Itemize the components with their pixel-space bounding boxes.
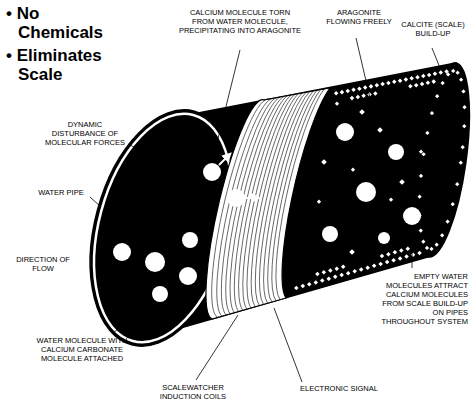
label-box: • No Chemicals [6,4,106,42]
callout-label: WATER PIPE [34,188,88,197]
water-molecules-right [322,123,421,244]
label-box: DYNAMIC DISTURBANCE OF MOLECULAR FORCES [40,120,130,147]
feature-bullet: • Eliminates Scale [6,46,116,84]
induction-coil-band [206,88,330,319]
callout-label: ARAGONITE FLOWING FREELY [326,8,392,26]
coil-windings [212,89,325,318]
callout-label: EMPTY WATER MOLECULES ATTRACT CALCIUM MO… [378,272,468,326]
label-box: CALCITE (SCALE) BUILD-UP [398,20,468,38]
pipe-far-end [405,60,472,261]
label-box: ELECTRONIC SIGNAL [300,384,392,393]
callout-label: DIRECTION OF FLOW [12,255,74,273]
label-box: WATER PIPE [34,188,88,197]
label-box: SCALEWATCHER INDUCTION COILS [150,383,236,401]
label-box: CALCIUM MOLECULE TORN FROM WATER MOLECUL… [178,8,302,35]
label-box: • Eliminates Scale [6,46,116,84]
label-box: ARAGONITE FLOWING FREELY [326,8,392,26]
leader-lines [90,38,440,382]
aragonite-crystals [317,102,423,255]
callout-label: WATER MOLECULE WITH CALCIUM CARBONATE MO… [30,336,134,363]
molecule-arrows [219,155,257,198]
feature-bullet: • No Chemicals [6,4,106,42]
label-box: DIRECTION OF FLOW [12,255,74,273]
calcite-scale [294,69,467,290]
callout-label: SCALEWATCHER INDUCTION COILS [150,383,236,401]
callout-label: DYNAMIC DISTURBANCE OF MOLECULAR FORCES [40,120,130,147]
label-box: WATER MOLECULE WITH CALCIUM CARBONATE MO… [30,336,134,363]
label-box: EMPTY WATER MOLECULES ATTRACT CALCIUM MO… [378,272,468,326]
callout-label: CALCITE (SCALE) BUILD-UP [398,20,468,38]
callout-label: ELECTRONIC SIGNAL [300,384,392,393]
callout-label: CALCIUM MOLECULE TORN FROM WATER MOLECUL… [178,8,302,35]
water-molecules-left [113,163,245,302]
